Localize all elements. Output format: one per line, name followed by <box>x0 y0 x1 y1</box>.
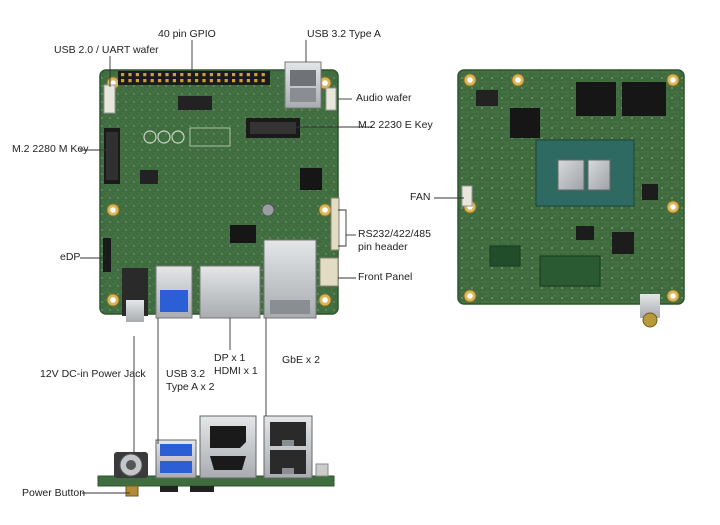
gpio-pin <box>150 79 154 83</box>
front-panel-header <box>319 257 339 287</box>
edp-connector <box>103 238 111 272</box>
gpio-pin <box>158 73 162 77</box>
gpio-pin <box>121 73 125 77</box>
gpio-pin <box>202 73 206 77</box>
gpio-pin <box>217 73 221 77</box>
ram-chip <box>576 82 616 116</box>
gpio-pin <box>135 79 139 83</box>
label-dp-hdmi: DP x 1 HDMI x 1 <box>214 352 258 377</box>
gpio-pin <box>187 73 191 77</box>
gpio-header <box>118 71 270 85</box>
fan-header <box>461 185 473 207</box>
gpio-pin <box>158 79 162 83</box>
dp-hdmi-front <box>199 415 257 479</box>
gpio-pin <box>172 73 176 77</box>
usb-uart-wafer <box>103 84 116 114</box>
gpio-pin <box>217 79 221 83</box>
gpio-pin <box>261 73 265 77</box>
label-gbe: GbE x 2 <box>282 354 320 366</box>
gpio-pin <box>232 79 236 83</box>
usb-dual-front <box>155 439 197 479</box>
gpio-pin <box>195 79 199 83</box>
label-audio-wafer: Audio wafer <box>356 92 412 104</box>
board-front-view <box>97 415 335 497</box>
dc-jack-bottom <box>640 294 660 318</box>
gpio-pin <box>150 73 154 77</box>
chip <box>230 225 256 243</box>
gpio-pin <box>209 79 213 83</box>
gpio-pin <box>143 73 147 77</box>
chip <box>140 170 158 184</box>
gpio-pin <box>172 79 176 83</box>
gpio-pin <box>180 79 184 83</box>
label-rs232-header: RS232/422/485 pin header <box>358 228 431 253</box>
chip <box>476 90 498 106</box>
gpio-pin <box>232 73 236 77</box>
gpio-pin <box>165 79 169 83</box>
gbe-front <box>263 415 313 479</box>
gpio-pin <box>209 73 213 77</box>
gpio-pin <box>224 73 228 77</box>
gpio-pin <box>143 79 147 83</box>
label-fan: FAN <box>410 191 431 203</box>
label-m2-m-key: M.2 2280 M Key <box>12 143 89 155</box>
leader-lines <box>80 40 464 494</box>
label-usb32-dual: USB 3.2 Type A x 2 <box>166 368 215 393</box>
gpio-pin <box>165 73 169 77</box>
gpio-pin <box>246 79 250 83</box>
label-gpio: 40 pin GPIO <box>158 28 216 40</box>
gpio-pin <box>180 73 184 77</box>
chip <box>178 96 212 110</box>
m2-m-key-slot <box>104 128 120 184</box>
label-m2-e-key: M.2 2230 E Key <box>358 119 433 131</box>
label-edp: eDP <box>60 251 81 263</box>
board-top-view <box>99 61 340 322</box>
gpio-pin <box>254 79 258 83</box>
soc-package <box>535 139 635 207</box>
gpio-pin <box>128 79 132 83</box>
label-front-panel: Front Panel <box>358 271 413 283</box>
label-usb20-uart-wafer: USB 2.0 / UART wafer <box>54 44 159 56</box>
board-bottom-view <box>457 69 685 328</box>
label-dc-in: 12V DC-in Power Jack <box>40 368 146 380</box>
chip <box>510 108 540 138</box>
gpio-pin <box>195 73 199 77</box>
gpio-pin <box>224 79 228 83</box>
gpio-pin <box>261 79 265 83</box>
label-power-button: Power Button <box>22 487 86 499</box>
rear-io-top <box>122 239 317 322</box>
gpio-pin <box>239 79 243 83</box>
m2-e-key-slot <box>246 118 300 138</box>
usb-type-a-top <box>284 61 322 109</box>
power-button-body <box>125 485 139 497</box>
gpio-pin <box>254 73 258 77</box>
ram-chip <box>622 82 666 116</box>
gpio-pin <box>135 73 139 77</box>
chip <box>300 168 322 190</box>
gpio-pin <box>202 79 206 83</box>
gpio-pin <box>121 79 125 83</box>
dp-hdmi-top <box>199 265 261 319</box>
gpio-pin <box>128 73 132 77</box>
label-usb32-type-a: USB 3.2 Type A <box>307 28 381 40</box>
rs232-header <box>330 197 340 251</box>
audio-wafer <box>325 87 337 111</box>
dc-jack-front <box>114 452 148 478</box>
gpio-pin <box>239 73 243 77</box>
gpio-pin <box>246 73 250 77</box>
gpio-pin <box>187 79 191 83</box>
screw <box>261 203 275 217</box>
